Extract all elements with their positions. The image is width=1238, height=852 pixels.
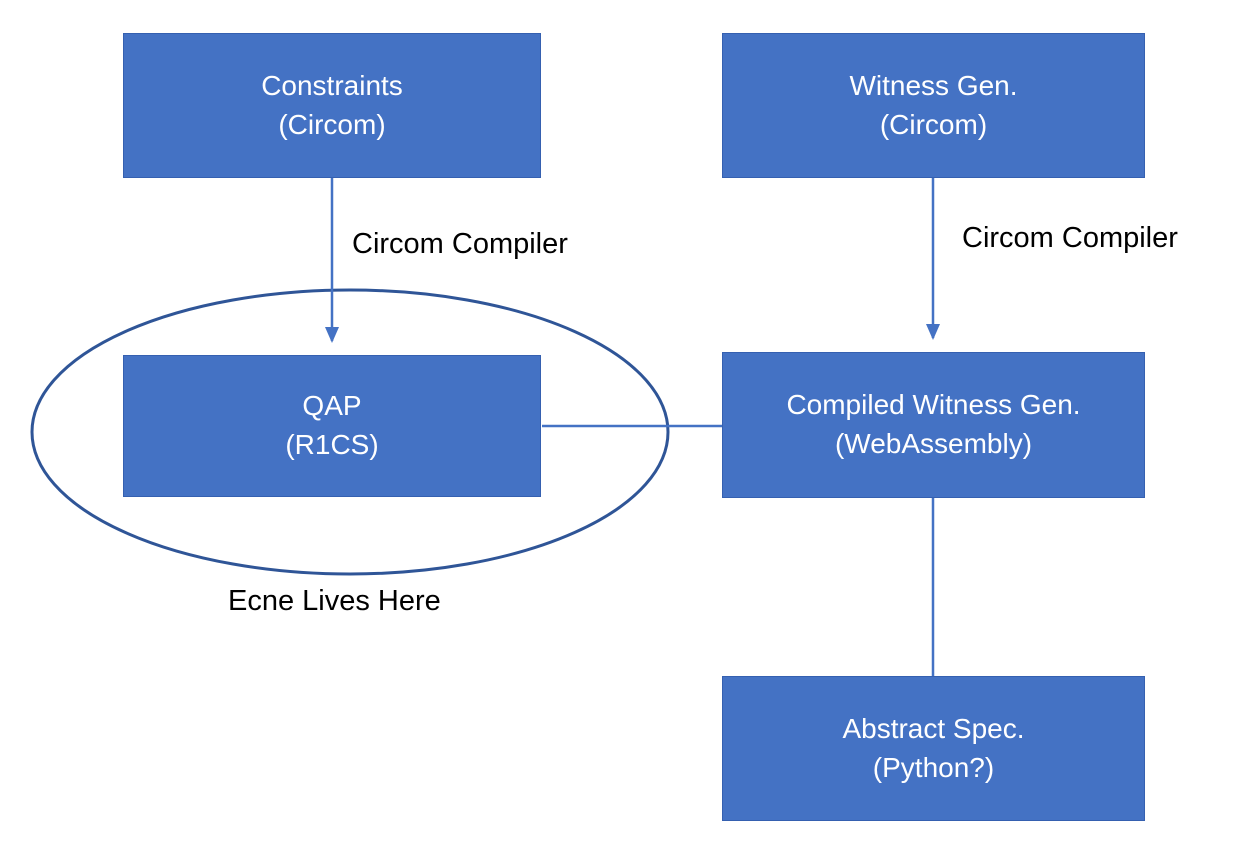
node-witness-gen-line2: (Circom) [879, 108, 988, 140]
node-compiled-witness-gen: Compiled Witness Gen. (WebAssembly) [722, 352, 1145, 498]
node-abstract-spec-line1: Abstract Spec. [842, 712, 1025, 744]
node-constraints-line1: Constraints [261, 69, 403, 101]
node-witness-gen-line1: Witness Gen. [849, 69, 1018, 101]
node-abstract-spec-line2: (Python?) [872, 751, 995, 783]
ecne-annotation: Ecne Lives Here [228, 585, 441, 617]
node-qap-line1: QAP [302, 390, 362, 422]
node-qap-line2: (R1CS) [285, 429, 379, 460]
node-abstract-spec: Abstract Spec. (Python?) [722, 676, 1145, 821]
node-compiled-witness-gen-line1: Compiled Witness Gen. [786, 389, 1081, 421]
node-witness-gen: Witness Gen. (Circom) [722, 33, 1145, 178]
node-compiled-witness-gen-line2: (WebAssembly) [834, 428, 1033, 459]
node-constraints-line2: (Circom) [278, 108, 386, 140]
edge-label-right-circom-compiler: Circom Compiler [962, 222, 1178, 254]
edge-label-left-circom-compiler: Circom Compiler [352, 228, 568, 260]
node-qap: QAP (R1CS) [123, 355, 541, 497]
node-constraints: Constraints (Circom) [123, 33, 541, 178]
